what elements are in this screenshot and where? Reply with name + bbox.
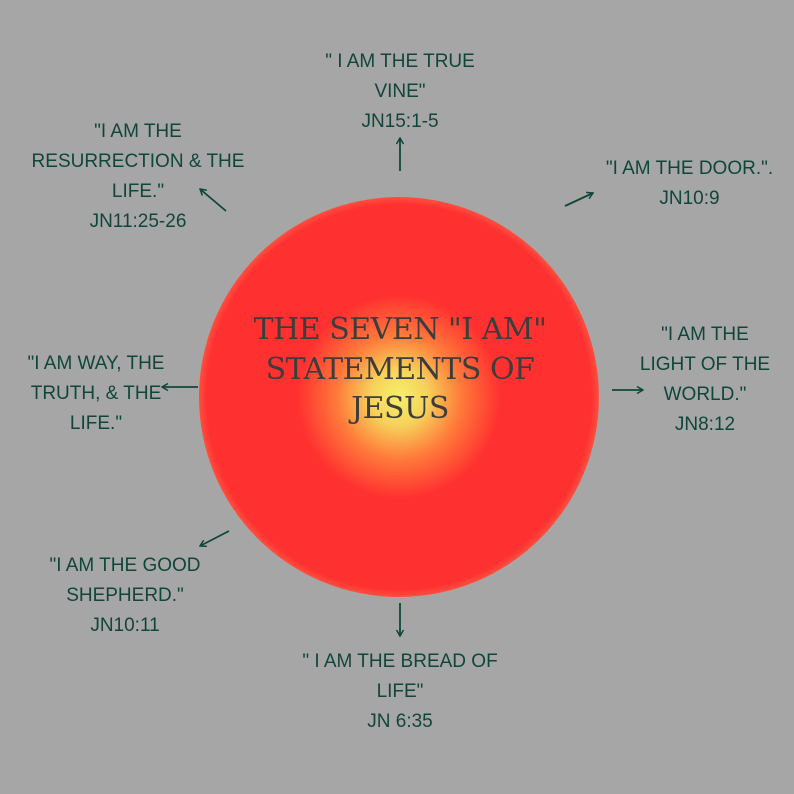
statement-line: "I AM THE GOOD [49,555,201,576]
statement-line: JN10:9 [659,188,720,209]
diagram-title: THE SEVEN "I AM" STATEMENTS OF JESUS [232,310,568,429]
title-line: THE SEVEN "I AM" [253,312,547,347]
statement-line: VINE" [374,81,426,102]
statement-line: LIGHT OF THE [639,354,771,375]
title-line: STATEMENTS OF [265,351,535,387]
statement-line: WORLD." [663,384,747,405]
statement-line: TRUTH, & THE [30,383,162,404]
arrow-down-left-icon [200,530,230,546]
statement-line: JN 6:35 [367,711,433,732]
arrow-up-right-icon [564,193,593,207]
statement-line: SHEPHERD." [66,585,184,606]
statement-line: JN8:12 [674,414,736,435]
statement-line: "I AM THE [661,324,749,345]
statement-resurrection-and-life: "I AM THE RESURRECTION & THE LIFE." JN11… [14,117,262,237]
statement-line: JN15:1-5 [361,111,439,132]
radial-glow [199,197,599,597]
statement-line: LIFE." [111,181,165,202]
statement-line: " I AM THE BREAD OF [302,651,498,672]
arrow-up-left-icon [200,189,227,212]
statement-line: " I AM THE TRUE [325,51,475,72]
statement-door: "I AM THE DOOR.". JN10:9 [582,154,794,214]
statement-line: LIFE" [376,681,424,702]
title-line: JESUS [351,391,449,427]
statement-way-truth-life: "I AM WAY, THE TRUTH, & THE LIFE." [6,349,186,439]
statement-line: "I AM THE DOOR.". [605,158,774,179]
statement-line: LIFE." [69,413,123,434]
statement-line: "I AM THE [94,121,182,142]
statement-bread-of-life: " I AM THE BREAD OF LIFE" JN 6:35 [272,647,528,737]
statement-line: "I AM WAY, THE [27,353,165,374]
statement-line: RESURRECTION & THE [31,151,245,172]
statement-light-of-the-world: "I AM THE LIGHT OF THE WORLD." JN8:12 [625,320,785,440]
statement-good-shepherd: "I AM THE GOOD SHEPHERD." JN10:11 [20,551,230,641]
statement-line: JN10:11 [90,615,160,636]
statement-true-vine: " I AM THE TRUE VINE" JN15:1-5 [300,47,500,137]
statement-line: JN11:25-26 [89,211,187,232]
